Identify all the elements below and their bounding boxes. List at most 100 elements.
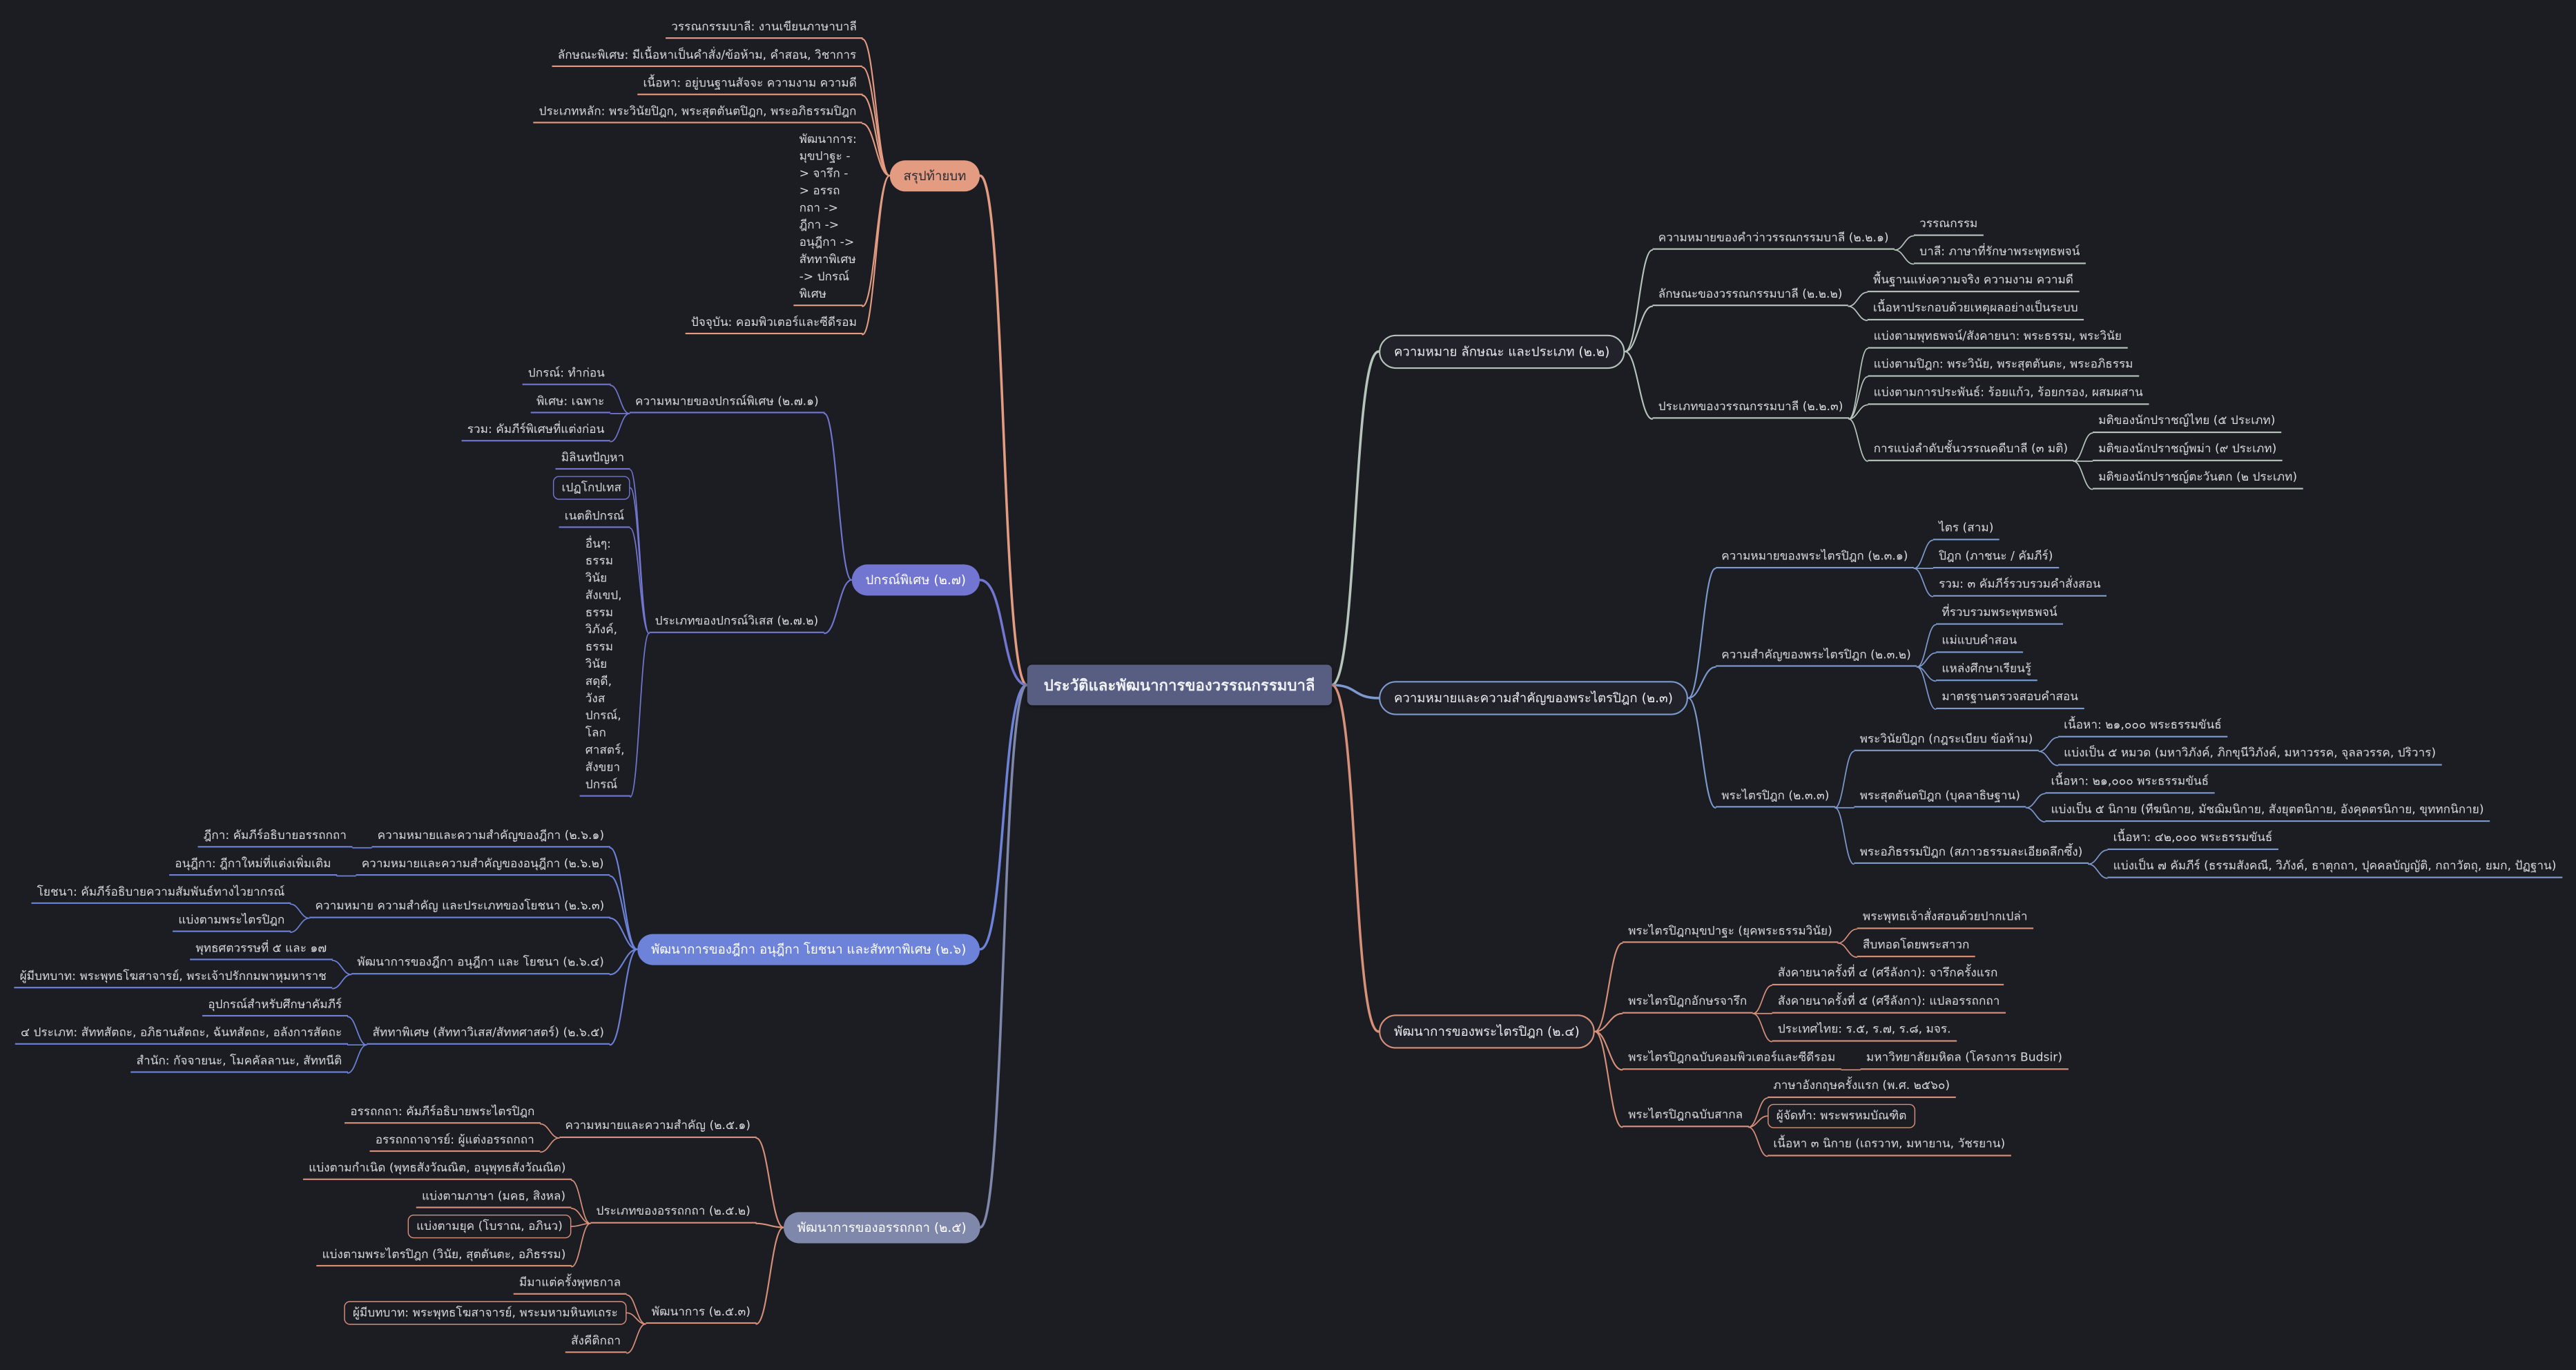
subtopic[interactable]: แบ่งเป็น ๕ นิกาย (ทีฆนิกาย, มัชฌิมนิกาย,… (2044, 800, 2490, 822)
subtopic[interactable]: ความหมายและความสำคัญของอนุฎีกา (๒.๖.๒) (356, 853, 610, 876)
subtopic[interactable]: ลักษณะของวรรณกรรมบาลี (๒.๒.๒) (1652, 284, 1849, 307)
subtopic[interactable]: พระไตรปิฎกมุขปาฐะ (ยุคพระธรรมวินัย) (1622, 921, 1839, 943)
subtopic[interactable]: พิเศษ: เฉพาะ (530, 392, 610, 414)
subtopic[interactable]: อรรถกถา: คัมภีร์อธิบายพระไตรปิฎก (344, 1101, 541, 1124)
subtopic[interactable]: เนื้อหา: ๒๑,๐๐๐ พระธรรมขันธ์ (2057, 715, 2228, 737)
subtopic[interactable]: พัฒนาการ: มุขปาฐะ -> จารึก -> อรรถกถา ->… (793, 129, 863, 307)
subtopic[interactable]: ไตร (สาม) (1933, 518, 1999, 541)
connector (2025, 793, 2046, 809)
subtopic[interactable]: การแบ่งลำดับชั้นวรรณคดีบาลี (๓ มติ) (1868, 439, 2074, 461)
subtopic[interactable]: ฎีกา: คัมภีร์อธิบายอรรถกถา (197, 826, 353, 848)
main-topic[interactable]: พัฒนาการของพระไตรปิฎก (๒.๔) (1378, 1014, 1595, 1049)
subtopic[interactable]: เปฏโกปเทส (552, 476, 630, 500)
subtopic[interactable]: แบ่งตามพุทธพจน์/สังคายนา: พระธรรม, พระวิ… (1868, 327, 2128, 349)
subtopic[interactable]: แบ่งเป็น ๗ คัมภีร์ (ธรรมสังคณี, วิภังค์,… (2107, 856, 2563, 878)
main-topic[interactable]: พัฒนาการของอรรถกถา (๒.๕) (783, 1212, 980, 1244)
subtopic[interactable]: พระไตรปิฎกอักษรจารึก (1622, 992, 1753, 1014)
subtopic[interactable]: ความหมายของพระไตรปิฎก (๒.๓.๑) (1715, 546, 1915, 569)
subtopic[interactable]: มิลินทปัญหา (555, 447, 630, 470)
subtopic[interactable]: แบ่งตามการประพันธ์: ร้อยแก้ว, ร้อยกรอง, … (1868, 383, 2149, 405)
subtopic[interactable]: อนุฎีกา: ฎีกาใหม่ที่แต่งเพิ่มเติม (168, 853, 338, 876)
subtopic[interactable]: ที่รวบรวมพระพุทธพจน์ (1935, 603, 2064, 625)
connector (1594, 1030, 1623, 1071)
subtopic[interactable]: แบ่งตามกำเนิด (พุทธสังวัณณิต, อนุพุทธสัง… (302, 1158, 572, 1181)
subtopic[interactable]: มติของนักปราชญ์พม่า (๙ ประเภท) (2092, 439, 2283, 461)
subtopic[interactable]: บาลี: ภาษาที่รักษาพระพุทธพจน์ (1913, 242, 2086, 264)
subtopic[interactable]: พัฒนาการ (๒.๕.๓) (646, 1302, 757, 1324)
subtopic[interactable]: ความหมายและความสำคัญ (๒.๕.๑) (559, 1116, 757, 1138)
subtopic[interactable]: พระพุทธเจ้าสั่งสอนด้วยปากเปล่า (1857, 907, 2034, 929)
subtopic[interactable]: อรรถกถาจารย์: ผู้แต่งอรรถกถา (369, 1130, 541, 1152)
subtopic[interactable]: สัททาพิเศษ (สัททาวิเสส/สัททศาสตร์) (๒.๖.… (366, 1023, 610, 1045)
subtopic[interactable]: เนื้อหาประกอบด้วยเหตุผลอย่างเป็นระบบ (1867, 298, 2084, 320)
subtopic[interactable]: ปัจจุบัน: คอมพิวเตอร์และซีดีรอม (685, 312, 863, 335)
subtopic[interactable]: ประเภทของวรรณกรรมบาลี (๒.๒.๓) (1652, 397, 1849, 419)
subtopic[interactable]: วรรณกรรมบาลี: งานเขียนภาษาบาลี (665, 17, 863, 39)
subtopic[interactable]: ประเภทหลัก: พระวินัยปิฎก, พระสุตตันตปิฎก… (532, 102, 863, 124)
central-topic[interactable]: ประวัติและพัฒนาการของวรรณกรรมบาลี (1027, 664, 1332, 706)
connector (2088, 863, 2108, 879)
subtopic[interactable]: แบ่งเป็น ๕ หมวด (มหาวิภังค์, ภิกขุนีวิภั… (2057, 743, 2442, 766)
subtopic[interactable]: โยชนา: คัมภีร์อธิบายความสัมพันธ์ทางไวยาก… (31, 882, 291, 905)
subtopic[interactable]: สืบทอดโดยพระสาวก (1857, 935, 1976, 958)
subtopic[interactable]: แบ่งตามพระไตรปิฎก (วินัย, สุตตันตะ, อภิธ… (316, 1244, 572, 1267)
subtopic[interactable]: วรรณกรรม (1913, 213, 1984, 236)
subtopic[interactable]: สำนัก: กัจจายนะ, โมคคัลลานะ, สัททนีติ (130, 1051, 348, 1073)
subtopic[interactable]: แบ่งตามพระไตรปิฎก (172, 910, 291, 932)
subtopic[interactable]: มติของนักปราชญ์ไทย (๕ ประเภท) (2092, 411, 2282, 433)
subtopic[interactable]: มีมาแต่ครั้งพุทธกาล (513, 1273, 627, 1295)
subtopic[interactable]: ความหมายของปกรณ์พิเศษ (๒.๗.๑) (629, 392, 825, 414)
connector (1894, 235, 1915, 251)
subtopic[interactable]: สังคายนาครั้งที่ ๔ (ศรีลังกา): จารึกครั้… (1772, 963, 2004, 985)
subtopic[interactable]: เนื้อหา: ๒๑,๐๐๐ พระธรรมขันธ์ (2044, 771, 2215, 794)
subtopic[interactable]: ประเทศไทย: ร.๕, ร.๗, ร.๘, มจร. (1772, 1019, 1957, 1042)
subtopic[interactable]: พระไตรปิฎก (๒.๓.๓) (1715, 786, 1836, 808)
subtopic[interactable]: รวม: คัมภีร์พิเศษที่แต่งก่อน (461, 419, 610, 442)
subtopic[interactable]: เนื้อหา ๓ นิกาย (เถรวาท, มหายาน, วัชรยาน… (1767, 1134, 2011, 1157)
subtopic[interactable]: พื้นฐานแห่งความจริง ความงาม ความดี (1867, 270, 2080, 293)
subtopic[interactable]: พัฒนาการของฎีกา อนุฎีกา และ โยชนา (๒.๖.๔… (351, 952, 610, 975)
subtopic[interactable]: ความหมายของคำว่าวรรณกรรมบาลี (๒.๒.๑) (1652, 228, 1895, 250)
subtopic[interactable]: ผู้มีบทบาท: พระพุทธโฆสาจารย์, พระมหามหิน… (343, 1300, 627, 1325)
main-topic[interactable]: สรุปท้ายบท (889, 160, 980, 191)
subtopic[interactable]: แหล่งศึกษาเรียนรู้ (1935, 659, 2037, 682)
subtopic[interactable]: มติของนักปราชญ์ตะวันตก (๒ ประเภท) (2092, 467, 2303, 490)
subtopic[interactable]: เนื้อหา: ๔๒,๐๐๐ พระธรรมขันธ์ (2107, 828, 2278, 850)
subtopic[interactable]: อื่นๆ: ธรรมวินัยสังเขป, ธรรมวิภังค์, ธรร… (579, 534, 631, 798)
subtopic[interactable]: ความหมายและความสำคัญของฎีกา (๒.๖.๑) (371, 826, 610, 848)
subtopic[interactable]: พระไตรปิฎกฉบับคอมพิวเตอร์และซีดีรอม (1622, 1048, 1841, 1070)
subtopic[interactable]: เนื้อหา: อยู่บนฐานสัจจะ ความงาม ความดี (637, 73, 863, 95)
subtopic[interactable]: พระวินัยปิฎก (กฎระเบียบ ข้อห้าม) (1854, 729, 2039, 752)
main-topic[interactable]: ความหมายและความสำคัญของพระไตรปิฎก (๒.๓) (1378, 681, 1689, 715)
subtopic[interactable]: สังคายนาครั้งที่ ๕ (ศรีลังกา): แปลอรรถกถ… (1772, 992, 2006, 1014)
subtopic[interactable]: ประเภทของอรรถกถา (๒.๕.๒) (590, 1202, 757, 1224)
subtopic[interactable]: ความหมาย ความสำคัญ และประเภทของโยชนา (๒.… (309, 896, 610, 918)
subtopic[interactable]: ภาษาอังกฤษครั้งแรก (พ.ศ. ๒๕๖๐) (1767, 1076, 1956, 1098)
subtopic[interactable]: พระสุตตันตปิฎก (บุคลาธิษฐาน) (1854, 786, 2026, 808)
subtopic[interactable]: พระไตรปิฎกฉบับสากล (1622, 1105, 1749, 1128)
subtopic[interactable]: ประเภทของปกรณ์วิเสส (๒.๗.๒) (649, 611, 824, 634)
subtopic[interactable]: รวม: ๓ คัมภีร์รวบรวมคำสั่งสอน (1933, 575, 2107, 597)
subtopic[interactable]: ผู้จัดทำ: พระพรหมบัณฑิต (1767, 1103, 1916, 1128)
subtopic[interactable]: ลักษณะพิเศษ: มีเนื้อหาเป็นคำสั่ง/ข้อห้าม… (552, 45, 862, 68)
subtopic[interactable]: ผู้มีบทบาท: พระพุทธโฆสาจารย์, พระเจ้าปรั… (14, 966, 333, 989)
subtopic[interactable]: แบ่งตามปิฎก: พระวินัย, พระสุตตันตะ, พระอ… (1868, 354, 2140, 377)
subtopic[interactable]: พระอภิธรรมปิฎก (สภาวธรรมละเอียดลึกซึ้ง) (1854, 842, 2089, 865)
subtopic[interactable]: มหาวิทยาลัยมหิดล (โครงการ Budsir) (1860, 1048, 2069, 1070)
subtopic[interactable]: แบ่งตามยุค (โบราณ, อภินว) (407, 1214, 572, 1239)
subtopic[interactable]: พุทธศตวรรษที่ ๕ และ ๑๗ (189, 938, 333, 961)
subtopic[interactable]: มาตรฐานตรวจสอบคำสอน (1935, 687, 2084, 709)
subtopic[interactable]: ปกรณ์: ทำก่อน (522, 363, 611, 385)
subtopic[interactable]: เนตติปกรณ์ (559, 506, 630, 528)
subtopic[interactable]: ปิฎก (ภาชนะ / คัมภีร์) (1933, 546, 2059, 569)
subtopic[interactable]: อุปกรณ์สำหรับศึกษาคัมภีร์ (202, 994, 348, 1017)
subtopic[interactable]: ๔ ประเภท: สัททสัตถะ, อภิธานสัตถะ, ฉันทสั… (14, 1023, 348, 1045)
main-topic[interactable]: ความหมาย ลักษณะ และประเภท (๒.๒) (1378, 334, 1625, 369)
subtopic[interactable]: สังคีติกถา (565, 1331, 627, 1353)
subtopic[interactable]: แม่แบบคำสอน (1935, 630, 2023, 653)
connector (978, 174, 1029, 686)
main-topic[interactable]: พัฒนาการของฎีกา อนุฎีกา โยชนา และสัททาพิ… (637, 934, 980, 965)
subtopic[interactable]: ความสำคัญของพระไตรปิฎก (๒.๓.๒) (1715, 645, 1917, 667)
subtopic[interactable]: แบ่งตามภาษา (มคธ, สิงหล) (416, 1186, 572, 1208)
main-topic[interactable]: ปกรณ์พิเศษ (๒.๗) (851, 564, 980, 596)
